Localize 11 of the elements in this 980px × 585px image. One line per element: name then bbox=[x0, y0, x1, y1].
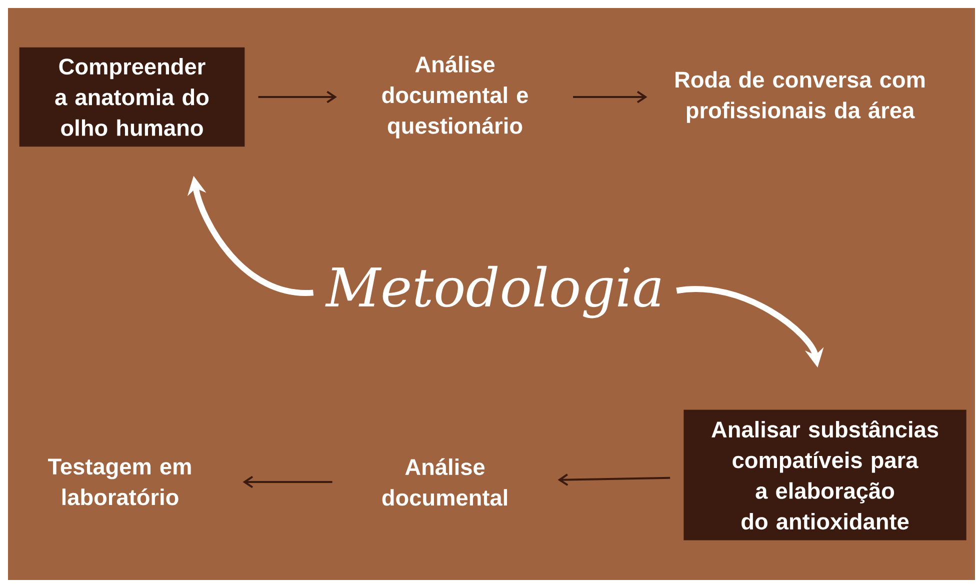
arrow bbox=[558, 474, 670, 486]
step-text: Análise documental bbox=[382, 458, 507, 506]
arrow bbox=[258, 90, 337, 104]
step-box: Analisar substâncias compatíveis para a elaboração do antioxidante bbox=[684, 410, 966, 540]
title-text: Metodologia bbox=[325, 266, 661, 318]
step-text: Testagem em laboratório bbox=[48, 458, 191, 506]
arrow bbox=[242, 476, 332, 488]
step-text: Roda de conversa com profissionais da área bbox=[676, 71, 925, 123]
step-text: Análise documental e questionário bbox=[382, 56, 528, 138]
step-box: Compreender a anatomia do olho humano bbox=[19, 47, 245, 147]
arrow bbox=[573, 90, 648, 104]
